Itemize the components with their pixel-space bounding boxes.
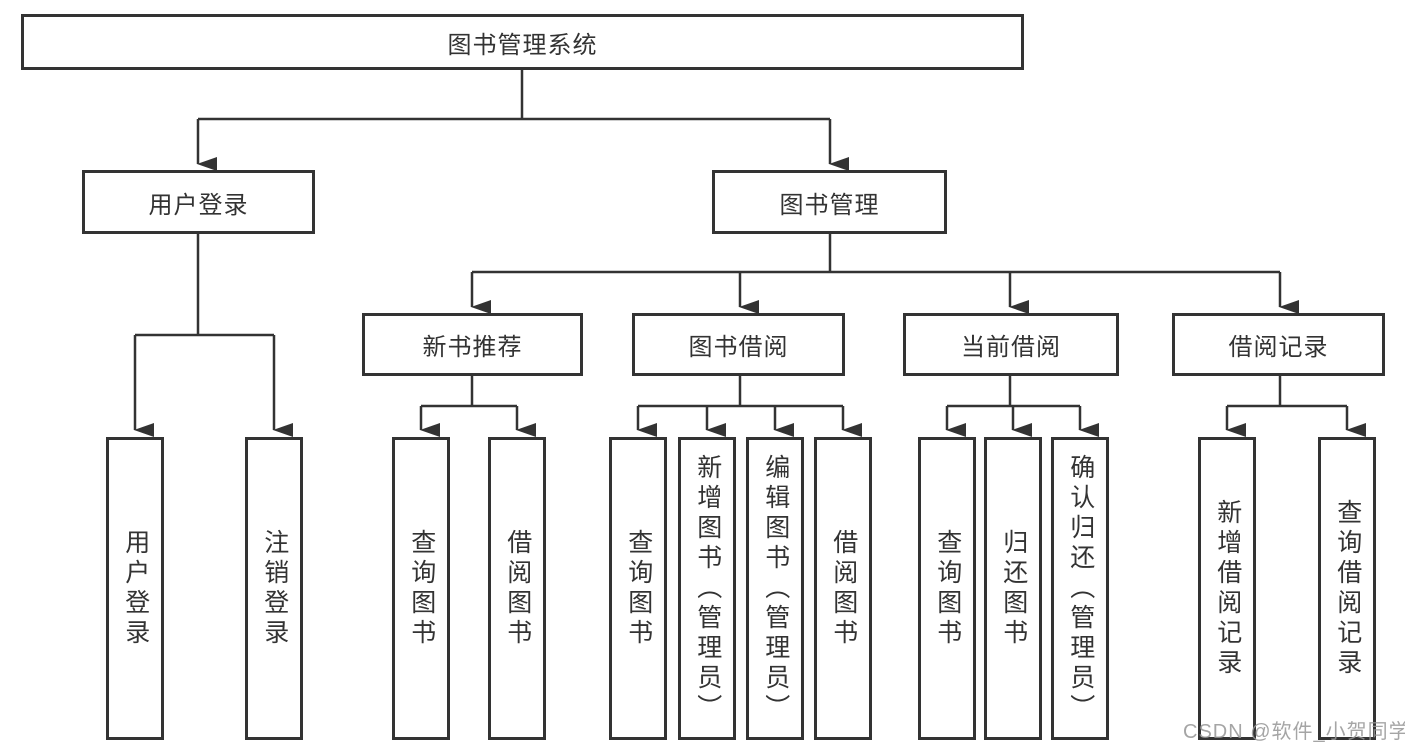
connector-book-borrow-to-children xyxy=(638,376,843,408)
node-book-borrow: 图书借阅 xyxy=(632,313,845,376)
node-new-book-recommend-label: 新书推荐 xyxy=(422,334,523,361)
connector-arrows xyxy=(133,119,1366,437)
connector-records-to-children xyxy=(1227,376,1347,408)
leaf-confirm-return-admin-label: 确认归还（管理员） xyxy=(1066,453,1095,724)
node-current-borrow: 当前借阅 xyxy=(903,313,1119,376)
node-root-label: 图书管理系统 xyxy=(447,31,598,59)
connector-book-mgmt-to-modules xyxy=(472,233,1280,274)
leaf-borrow-books: 借阅图书 xyxy=(814,437,872,740)
node-book-management: 图书管理 xyxy=(712,170,947,234)
leaf-query-books-recommend-label: 查询图书 xyxy=(407,528,436,649)
node-new-book-recommend: 新书推荐 xyxy=(362,313,583,376)
leaf-logout-label: 注销登录 xyxy=(260,528,289,649)
leaf-user-login-label: 用户登录 xyxy=(121,528,150,649)
node-borrow-records-label: 借阅记录 xyxy=(1228,334,1329,361)
leaf-user-login: 用户登录 xyxy=(106,437,164,740)
leaf-return-book-label: 归还图书 xyxy=(999,528,1028,649)
leaf-query-books-current: 查询图书 xyxy=(918,437,976,740)
leaf-add-book-admin-label: 新增图书（管理员） xyxy=(693,453,722,724)
leaf-query-books-borrow-label: 查询图书 xyxy=(624,528,653,649)
node-book-borrow-label: 图书借阅 xyxy=(688,334,789,361)
leaf-add-book-admin: 新增图书（管理员） xyxy=(678,437,736,740)
leaf-confirm-return-admin: 确认归还（管理员） xyxy=(1051,437,1109,740)
leaf-query-books-current-label: 查询图书 xyxy=(933,528,962,649)
leaf-edit-book-admin: 编辑图书（管理员） xyxy=(746,437,804,740)
leaf-add-borrow-record: 新增借阅记录 xyxy=(1198,437,1256,740)
connector-backbones xyxy=(135,69,1347,408)
leaf-return-book: 归还图书 xyxy=(984,437,1042,740)
connector-new-book-to-children xyxy=(421,376,517,408)
node-borrow-records: 借阅记录 xyxy=(1172,313,1385,376)
leaf-borrow-books-label: 借阅图书 xyxy=(829,528,858,649)
leaf-query-borrow-record: 查询借阅记录 xyxy=(1318,437,1376,740)
node-current-borrow-label: 当前借阅 xyxy=(961,334,1061,361)
connector-current-borrow-to-children xyxy=(947,376,1080,408)
leaf-logout: 注销登录 xyxy=(245,437,303,740)
leaf-borrow-books-recommend-label: 借阅图书 xyxy=(503,528,532,649)
node-user-login-label: 用户登录 xyxy=(148,191,249,219)
leaf-query-books-borrow: 查询图书 xyxy=(609,437,667,740)
connector-user-login-to-children xyxy=(135,233,274,337)
leaf-edit-book-admin-label: 编辑图书（管理员） xyxy=(761,453,790,724)
leaf-query-borrow-record-label: 查询借阅记录 xyxy=(1333,498,1362,679)
node-root-system: 图书管理系统 xyxy=(21,14,1024,70)
csdn-watermark: CSDN @软件_小贺同学 xyxy=(1183,721,1405,743)
leaf-borrow-books-recommend: 借阅图书 xyxy=(488,437,546,740)
leaf-query-books-recommend: 查询图书 xyxy=(392,437,450,740)
node-user-login: 用户登录 xyxy=(82,170,315,234)
leaf-add-borrow-record-label: 新增借阅记录 xyxy=(1213,498,1242,679)
connector-root-to-level2 xyxy=(198,69,830,121)
node-book-management-label: 图书管理 xyxy=(779,191,880,219)
